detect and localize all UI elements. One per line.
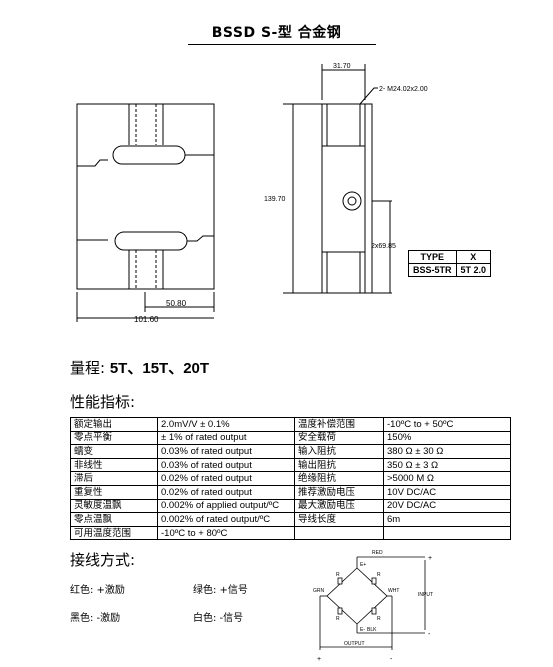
spec-param [294,525,384,541]
spec-param: 可用温度范围 [70,525,158,541]
circuit-wht-label: WHT [388,588,399,594]
dim-height-label: 139.70 [264,196,286,203]
spec-value: 350 Ω ± 3 Ω [383,457,511,473]
spec-param: 绝缘阻抗 [294,471,384,486]
spec-param: 推荐激励电压 [294,484,384,500]
circuit-r3: R [336,616,340,622]
circuit-input-label: INPUT [418,592,433,598]
dim-slot-label: 50.80 [166,299,187,308]
wiring-heading: 接线方式: [70,551,136,569]
spec-value: 2.0mV/V ± 0.1% [157,417,295,432]
circuit-output-minus: - [390,656,393,663]
spec-param: 重复性 [70,484,158,500]
spec-value: 20V DC/AC [383,498,511,514]
spec-param: 零点平衡 [70,430,158,446]
spec-param: 输出阻抗 [294,457,384,473]
spec-value: -10ºC to + 50ºC [383,417,511,432]
circuit-blk-label: BLK [367,627,377,633]
title-underline [188,44,376,45]
spec-value: 0.002% of rated output/ºC [157,512,295,527]
spec-value: 0.002% of applied output/ºC [157,498,295,514]
spec-param: 温度补偿范围 [294,417,384,432]
circuit-output-plus: + [317,656,321,663]
dim-hole-label: 2x69.85 [371,243,396,250]
spec-value: 0.02% of rated output [157,484,295,500]
dim-top-width-label: 31.70 [333,63,351,70]
dim-width-label: 101.60 [134,315,159,324]
spec-value: ± 1% of rated output [157,430,295,446]
circuit-output-label: OUTPUT [344,641,365,647]
spec-param: 灵敏度温飘 [70,498,158,514]
spec-param: 最大激励电压 [294,498,384,514]
circuit-grn-label: GRN [313,588,325,594]
spec-value: 380 Ω ± 30 Ω [383,444,511,459]
spec-value [383,525,511,541]
range-values: 5T、15T、20T [109,360,210,377]
spec-value: 0.02% of rated output [157,471,295,486]
type-header: TYPE [408,250,457,264]
spec-value: 10V DC/AC [383,484,511,500]
wire-green: 绿色: +信号 [193,585,248,596]
range-line: 量程: 5T、15T、20T [70,357,209,378]
type-model: BSS-5TR [408,263,457,277]
circuit-r2: R [377,572,381,578]
spec-param: 额定输出 [70,417,158,432]
side-view [283,64,392,294]
spec-param: 滞后 [70,471,158,486]
spec-param: 零点温飘 [70,512,158,527]
circuit-r1: R [336,572,340,578]
spec-value: -10ºC to + 80ºC [157,525,295,541]
spec-value: 0.03% of rated output [157,444,295,459]
spec-value: 150% [383,430,511,446]
spec-value: 0.03% of rated output [157,457,295,473]
front-view [76,103,215,322]
page-title: BSSD S-型 合金钢 [211,25,342,41]
wire-white: 白色: -信号 [193,613,244,624]
bridge-circuit [319,556,426,650]
type-model-value: 5T 2.0 [455,263,492,277]
type-header-value: X [455,250,492,264]
performance-heading: 性能指标: [70,393,136,411]
circuit-red-label: RED [372,550,383,556]
spec-value: >5000 M Ω [383,471,511,486]
type-table: TYPE X BSS-5TR 5T 2.0 [408,250,492,277]
spec-row: 可用温度范围-10ºC to + 80ºC [70,525,511,541]
dim-thread-label: 2- M24.02x2.00 [379,86,428,93]
spec-param: 蠕变 [70,444,158,459]
wire-red: 红色: +激励 [70,585,125,596]
circuit-e-minus: E- [360,627,365,633]
circuit-e-plus: E+ [360,562,366,568]
spec-param: 导线长度 [294,512,384,527]
spec-param: 安全载荷 [294,430,384,446]
spec-param: 非线性 [70,457,158,473]
circuit-r4: R [377,616,381,622]
spec-param: 输入阻抗 [294,444,384,459]
spec-value: 6m [383,512,511,527]
circuit-input-plus: + [428,555,432,562]
range-label: 量程: [70,359,106,377]
circuit-input-minus: - [428,631,431,638]
wire-black: 黑色: -激励 [70,613,121,624]
